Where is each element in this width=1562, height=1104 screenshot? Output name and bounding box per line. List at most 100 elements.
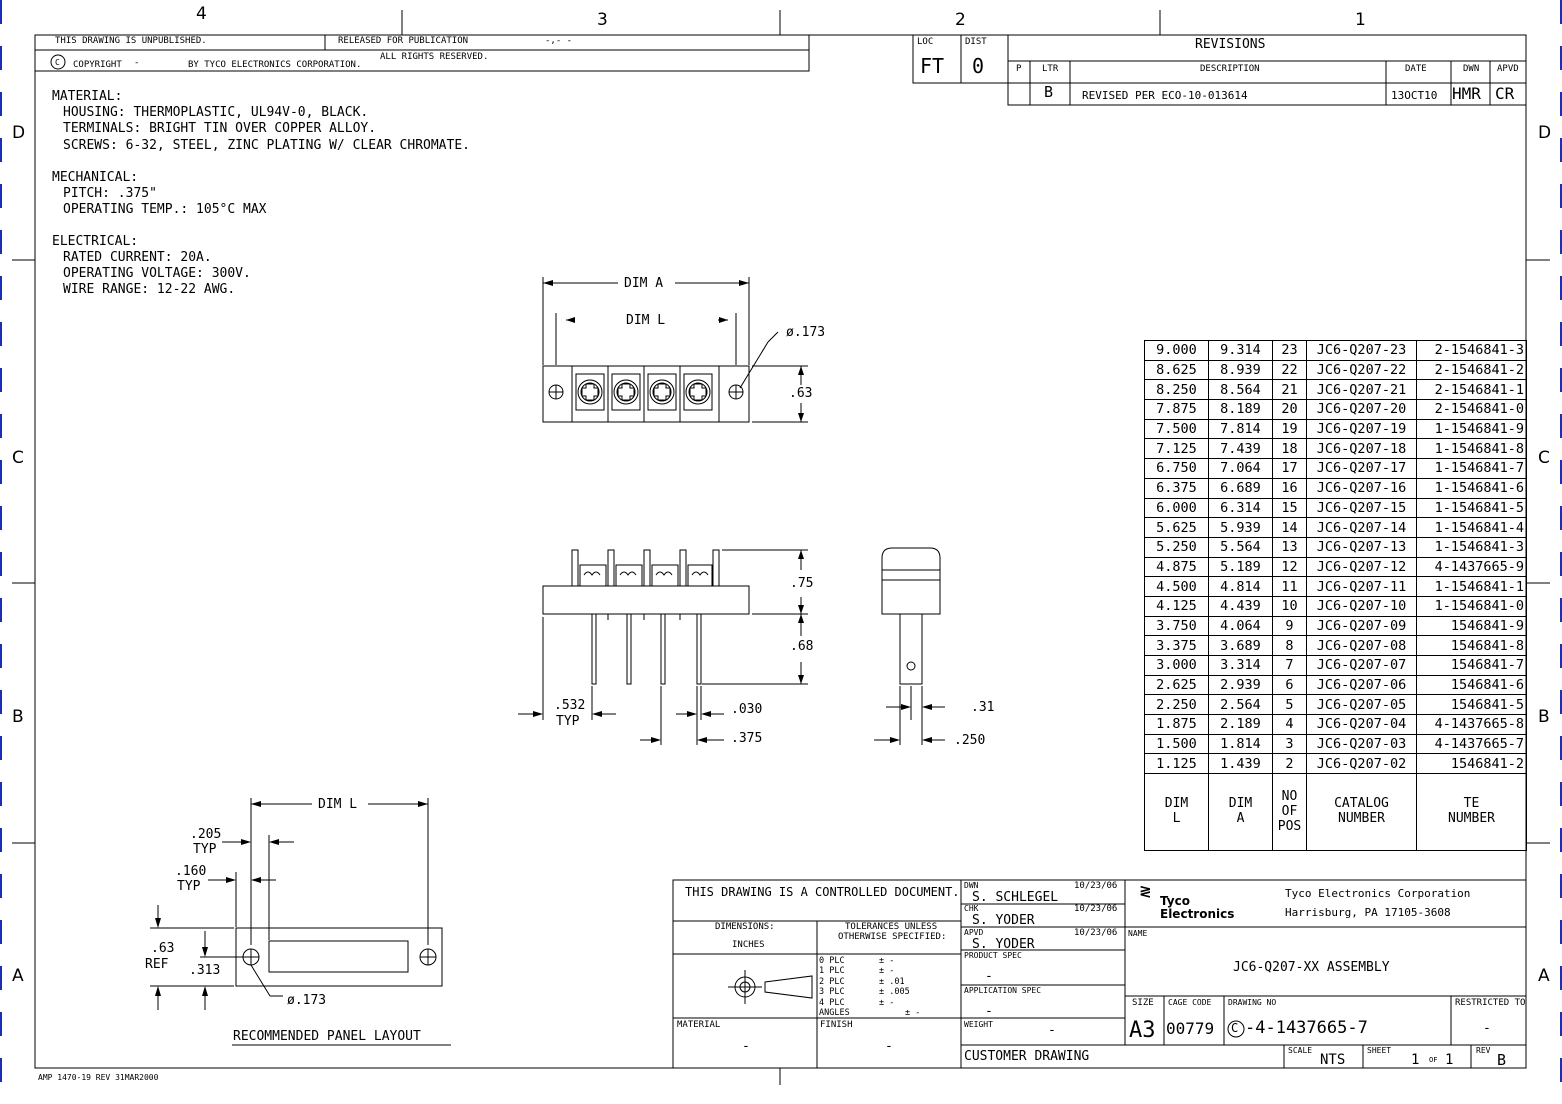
cell-dim-a: 2.564 — [1208, 694, 1273, 716]
copyright-text: COPYRIGHT — [73, 60, 122, 70]
product-spec-value: - — [985, 969, 993, 984]
cell-te: 4-1437665-7 — [1416, 733, 1527, 755]
copyright-dash: - — [134, 58, 140, 68]
tolerance-value: ± - — [879, 997, 895, 1008]
rev-apvd-value: CR — [1495, 84, 1515, 103]
drawing-name: JC6-Q207-XX ASSEMBLY — [1233, 960, 1390, 975]
panel-ref-label: REF — [145, 957, 169, 972]
cell-dim-l: 2.625 — [1144, 674, 1209, 696]
rev-ltr-value: B — [1044, 83, 1054, 101]
tolerances-label: TOLERANCES UNLESS — [845, 922, 938, 932]
cell-no-pos: 16 — [1272, 477, 1307, 499]
cell-te: 2-1546841-0 — [1416, 399, 1527, 420]
cell-dim-a: 4.814 — [1208, 576, 1273, 597]
cage-code-value: 00779 — [1166, 1019, 1215, 1038]
rev-p-header: P — [1016, 64, 1022, 74]
cell-te: 1546841-2 — [1416, 753, 1527, 775]
cell-catalog: JC6-Q207-11 — [1306, 576, 1417, 597]
height-75-label: .75 — [790, 576, 814, 591]
part-table-header: DIM L DIM A NO OF POS CATALOG NUMBER TE … — [1144, 773, 1527, 852]
cell-catalog: JC6-Q207-02 — [1306, 753, 1417, 775]
cell-dim-a: 6.314 — [1208, 497, 1273, 519]
zone-column-2: 2 — [955, 10, 966, 30]
rights-text: ALL RIGHTS RESERVED. — [380, 52, 489, 62]
zone-column-4: 4 — [196, 4, 207, 24]
cell-te: 1546841-7 — [1416, 655, 1527, 676]
cell-dim-l: 1.125 — [1144, 753, 1209, 775]
sheet-of: OF — [1429, 1056, 1438, 1064]
controlled-document-text: THIS DRAWING IS A CONTROLLED DOCUMENT. — [685, 885, 960, 899]
tolerance-row: 0 PLC± - — [819, 956, 959, 966]
electrical-title: ELECTRICAL: — [52, 234, 139, 249]
company-name: Tyco Electronics Corporation — [1285, 887, 1471, 900]
cell-dim-l: 3.375 — [1144, 635, 1209, 656]
rev-value: B — [1497, 1051, 1507, 1069]
cell-te: 1-1546841-1 — [1416, 576, 1527, 597]
cell-catalog: JC6-Q207-23 — [1306, 340, 1417, 361]
cell-dim-a: 2.939 — [1208, 674, 1273, 696]
panel-layout-title: RECOMMENDED PANEL LAYOUT — [233, 1029, 421, 1044]
zone-row-c-left: C — [12, 448, 24, 468]
chk-label: CHK — [964, 904, 979, 913]
chk-name: S. YODER — [972, 913, 1035, 928]
hole-diameter-label: ø.173 — [786, 325, 826, 340]
tolerance-place: 1 PLC — [819, 966, 845, 977]
drawing-number: -4-1437665-7 — [1245, 1018, 1368, 1038]
cell-te: 1546841-9 — [1416, 615, 1527, 637]
tolerance-value: ± .005 — [879, 987, 910, 998]
cell-dim-l: 7.500 — [1144, 418, 1209, 440]
rev-desc-value: REVISED PER ECO-10-013614 — [1082, 89, 1248, 102]
panel-typ1-label: TYP — [193, 842, 217, 857]
mechanical-pitch: PITCH: .375" — [63, 186, 157, 201]
company-address: Harrisburg, PA 17105-3608 — [1285, 906, 1451, 919]
tolerance-row: 1 PLC± - — [819, 966, 959, 976]
finish-value: - — [885, 1039, 893, 1054]
panel-63-label: .63 — [151, 941, 175, 956]
zone-column-1: 1 — [1355, 10, 1366, 30]
application-spec-value: - — [985, 1004, 993, 1019]
zone-column-3: 3 — [597, 10, 608, 30]
cell-dim-a: 8.564 — [1208, 379, 1273, 401]
cell-catalog: JC6-Q207-14 — [1306, 517, 1417, 538]
copyright-c-icon: C — [55, 58, 60, 67]
zone-row-d-right: D — [1538, 123, 1552, 143]
cell-catalog: JC6-Q207-13 — [1306, 536, 1417, 558]
cell-te: 2-1546841-2 — [1416, 359, 1527, 381]
revisions-block — [912, 34, 1527, 106]
tolerance-place: 3 PLC — [819, 987, 845, 998]
cell-dim-l: 4.875 — [1144, 556, 1209, 578]
rev-label: REV — [1476, 1046, 1491, 1055]
tyco-logo-icon: ≷ — [1139, 882, 1152, 900]
panel-hole-label: ø.173 — [287, 993, 327, 1008]
tolerance-value: ± .01 — [879, 976, 905, 987]
customer-drawing-label: CUSTOMER DRAWING — [964, 1049, 1090, 1064]
scale-value: NTS — [1320, 1052, 1346, 1068]
revisions-title: REVISIONS — [1195, 37, 1266, 52]
cell-te: 1-1546841-4 — [1416, 517, 1527, 538]
tolerance-row: 2 PLC± .01 — [819, 977, 959, 987]
cell-dim-a: 1.814 — [1208, 733, 1273, 755]
tolerance-row: ANGLES± - — [819, 1008, 959, 1018]
material-terminals: TERMINALS: BRIGHT TIN OVER COPPER ALLOY. — [63, 121, 377, 136]
header-no-of-pos: NO OF POS — [1272, 773, 1307, 852]
cell-dim-l: 5.625 — [1144, 517, 1209, 538]
panel-205-label: .205 — [190, 827, 222, 842]
cell-no-pos: 23 — [1272, 340, 1307, 361]
cell-dim-a: 2.189 — [1208, 714, 1273, 735]
sheet-label: SHEET — [1367, 1046, 1392, 1055]
cell-te: 2-1546841-3 — [1416, 340, 1527, 361]
material-label: MATERIAL — [677, 1020, 721, 1030]
dwn-date: 10/23/06 — [1074, 881, 1118, 891]
